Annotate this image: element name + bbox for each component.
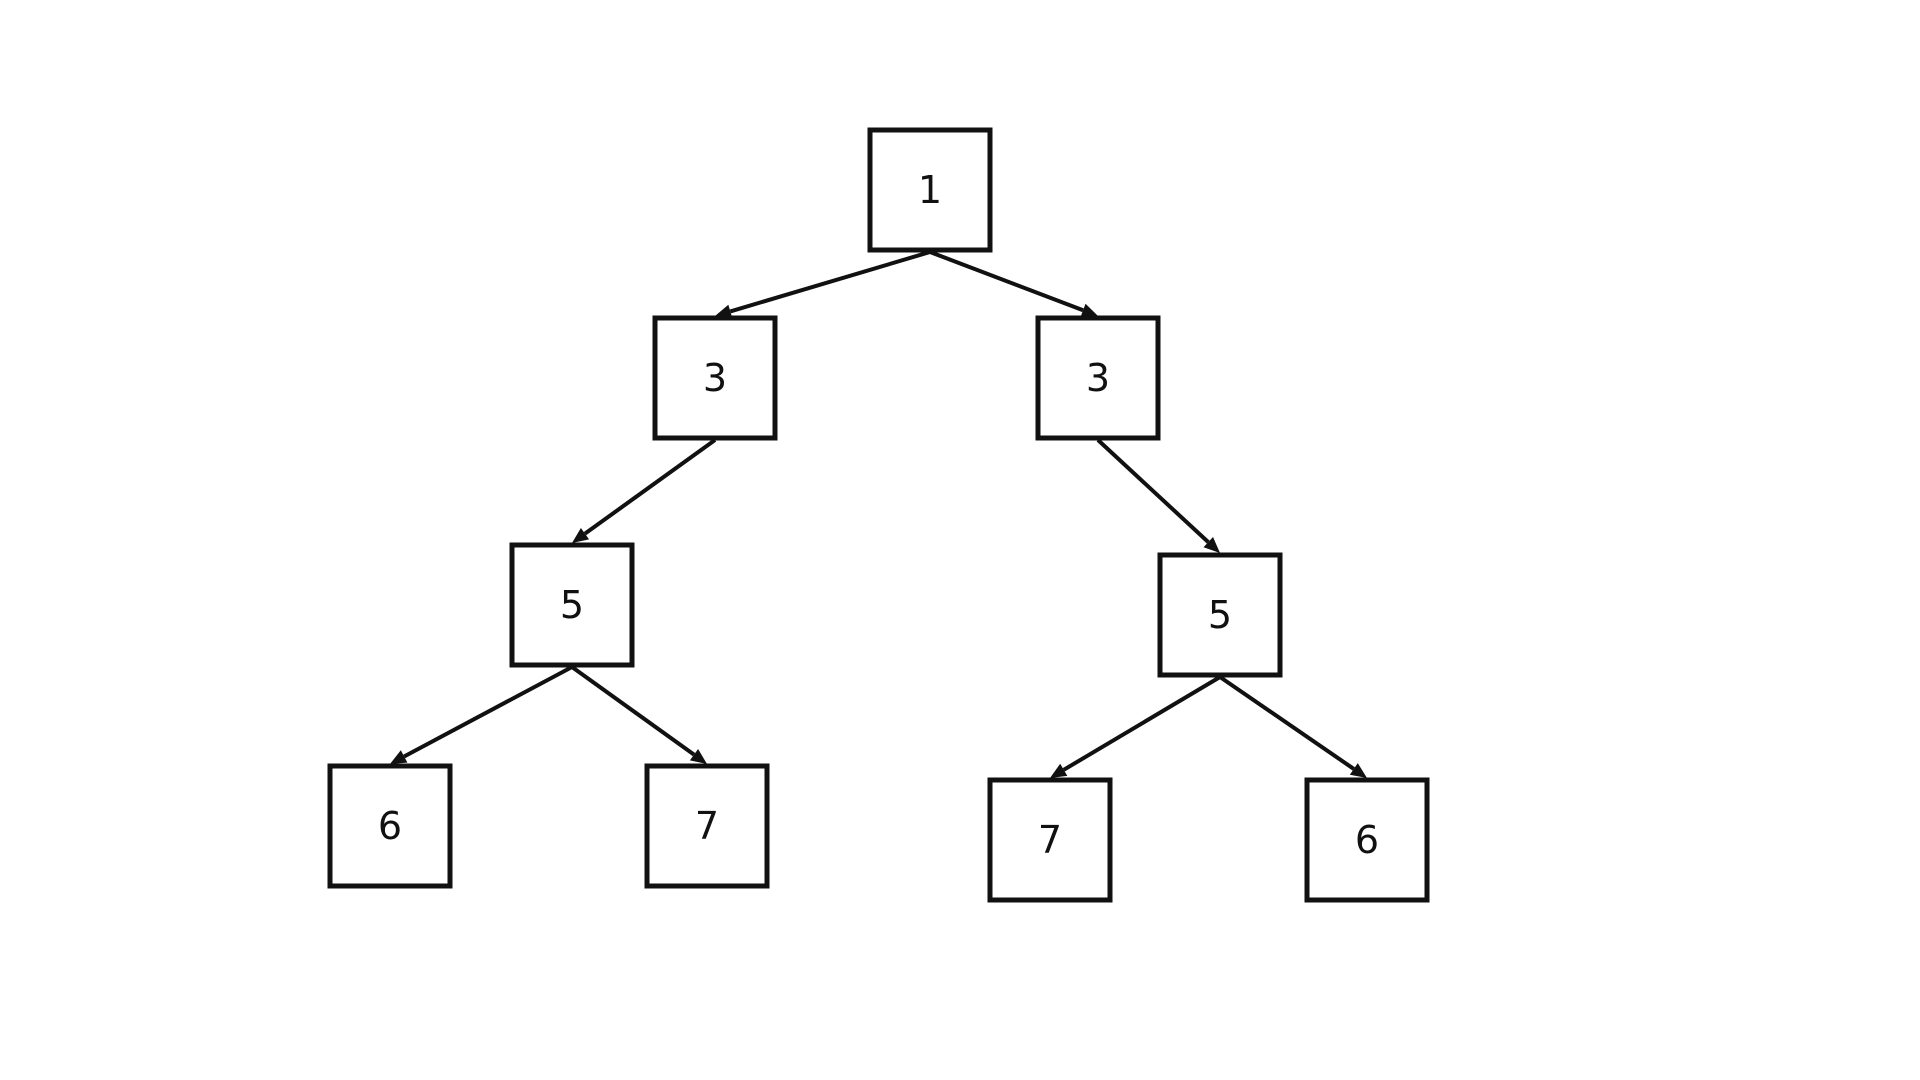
edge-line [1062,675,1222,772]
tree-edge [390,665,573,764]
tree-node: 7 [644,763,770,889]
node-label: 6 [1355,818,1379,862]
edge-line [1096,438,1210,544]
arrowhead-icon [1050,763,1068,778]
arrowhead-icon [390,750,408,764]
arrowhead-icon [689,748,707,764]
node-box [1304,777,1430,903]
tree-edge [715,250,931,319]
tree-node: 3 [1035,315,1161,441]
node-box [1035,315,1161,441]
arrowhead-icon [1203,536,1220,553]
tree-edge [1050,675,1222,778]
edge-line [929,250,1084,313]
tree-edge [929,250,1098,317]
edges-layer [390,250,1367,778]
node-box [1157,552,1283,678]
node-label: 1 [918,168,942,212]
edge-line [583,438,717,536]
node-label: 5 [1208,593,1232,637]
edge-line [570,665,696,757]
node-box [509,542,635,668]
edge-line [729,250,931,314]
tree-node: 5 [1157,552,1283,678]
edge-line [1218,675,1355,771]
arrowhead-icon [572,527,590,543]
tree-node: 6 [1304,777,1430,903]
tree-edge [1218,675,1367,778]
nodes-layer: 1 3 3 5 5 6 7 7 6 [327,127,1430,903]
tree-node: 6 [327,763,453,889]
arrowhead-icon [1080,303,1098,317]
node-box [652,315,778,441]
node-box [867,127,993,253]
node-box [987,777,1113,903]
tree-edge [570,665,707,764]
node-box [644,763,770,889]
tree-edge [572,438,717,543]
node-label: 6 [378,804,402,848]
tree-node: 1 [867,127,993,253]
node-label: 5 [560,583,584,627]
tree-edge [1096,438,1220,553]
arrowhead-icon [1349,763,1367,778]
node-label: 3 [703,356,727,400]
node-box [327,763,453,889]
tree-node: 7 [987,777,1113,903]
tree-node: 3 [652,315,778,441]
node-label: 7 [695,804,719,848]
edge-line [403,665,573,759]
node-label: 7 [1038,818,1062,862]
node-label: 3 [1086,356,1110,400]
arrowhead-icon [715,304,733,319]
tree-node: 5 [509,542,635,668]
